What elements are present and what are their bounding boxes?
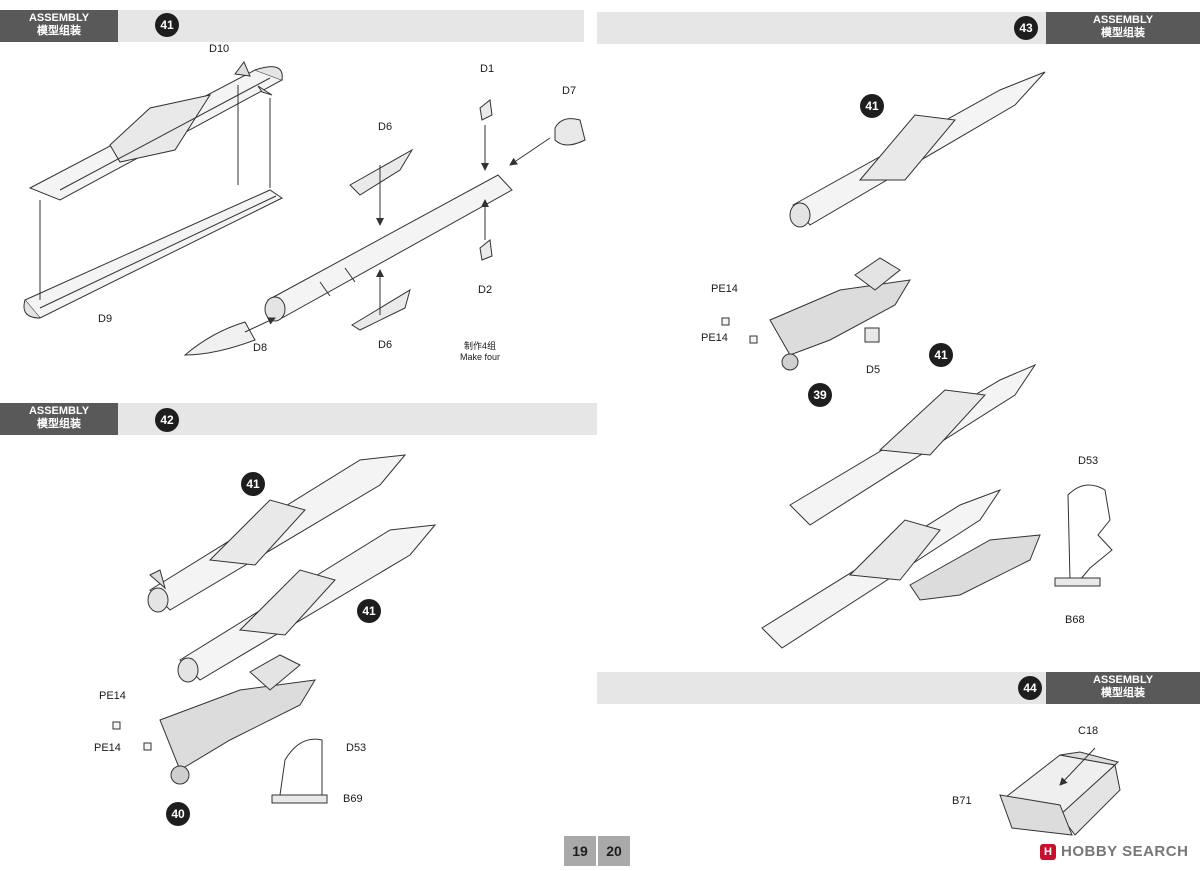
label-d7: D7 (562, 85, 577, 97)
label-pe14-b-step43: PE14 (701, 332, 728, 344)
missile-lower-step43 (761, 488, 1002, 649)
missile-body-half-d10 (28, 61, 284, 201)
label-b68: B68 (1065, 614, 1085, 626)
fin-d1 (479, 99, 493, 121)
part-b68 (1054, 577, 1101, 587)
launcher-rail-step43 (769, 257, 911, 371)
label-b69: B69 (343, 793, 363, 805)
step-41-number: 41 (155, 13, 179, 37)
missile-upper-step42 (147, 454, 407, 613)
page-number-left: 19 (564, 836, 596, 866)
part-d5 (864, 327, 880, 343)
watermark: H HOBBY SEARCH (1040, 843, 1188, 860)
label-d53-step43: D53 (1078, 455, 1099, 467)
step-43-assembly-box: ASSEMBLY 模型组装 (1046, 12, 1200, 44)
missile-mid-step43 (789, 363, 1037, 526)
bracket-d53-step43 (1067, 484, 1113, 581)
missile-body-half-d9 (23, 189, 283, 319)
label-d1: D1 (480, 63, 495, 75)
label-d53-step42: D53 (346, 742, 367, 754)
missile-body-assembled (264, 174, 513, 322)
step-42-number: 42 (155, 408, 179, 432)
step-44-assembly-box: ASSEMBLY 模型组装 (1046, 672, 1200, 704)
bracket-d53-step42 (279, 738, 323, 796)
callout-39: 39 (808, 383, 832, 407)
callout-41-top-step42: 41 (241, 472, 265, 496)
part-pe14-a-step42 (112, 721, 121, 730)
label-pe14-b-step42: PE14 (94, 742, 121, 754)
assembly-label-cn: 模型组装 (1101, 687, 1145, 699)
nose-cone-d8 (183, 321, 256, 356)
label-d9: D9 (98, 313, 113, 325)
part-pe14-b-step42 (143, 742, 152, 751)
part-b71 (999, 794, 1073, 836)
part-pe14-a-step43 (721, 317, 730, 326)
label-b71: B71 (952, 795, 972, 807)
label-pe14-a-step42: PE14 (99, 690, 126, 702)
assembly-label-cn: 模型组装 (37, 25, 81, 37)
missile-lower-step42 (177, 524, 437, 683)
page-number-right: 20 (598, 836, 630, 866)
label-d2: D2 (478, 284, 493, 296)
watermark-text: HOBBY SEARCH (1061, 843, 1189, 860)
step-44-number: 44 (1018, 676, 1042, 700)
label-d5: D5 (866, 364, 881, 376)
assembly-label-en: ASSEMBLY (1092, 14, 1154, 26)
callout-41-mid-step42: 41 (357, 599, 381, 623)
callout-41-top-step43: 41 (860, 94, 884, 118)
assembly-label-cn: 模型组装 (1101, 27, 1145, 39)
launcher-rail-step43-lower (909, 534, 1041, 601)
make-four-note: 制作4组 Make four (455, 341, 505, 363)
fin-d6-bottom (351, 288, 411, 331)
assembly-label-en: ASSEMBLY (28, 405, 90, 417)
label-d6-bottom: D6 (378, 339, 393, 351)
step-41-assembly-box: ASSEMBLY 模型组装 (0, 10, 118, 42)
assembly-label-en: ASSEMBLY (28, 12, 90, 24)
callout-40: 40 (166, 802, 190, 826)
label-c18: C18 (1078, 725, 1099, 737)
fin-d6-top (349, 148, 414, 196)
assembly-label-cn: 模型组装 (37, 418, 81, 430)
nozzle-d7 (554, 118, 586, 146)
step-43-number: 43 (1014, 16, 1038, 40)
label-d6-top: D6 (378, 121, 393, 133)
part-b69 (271, 794, 328, 804)
missile-upper-step43 (789, 71, 1046, 228)
label-d10: D10 (209, 43, 230, 55)
label-d8: D8 (253, 342, 268, 354)
fin-d2 (479, 239, 493, 261)
launcher-rail-step42 (159, 654, 316, 785)
step-42-assembly-box: ASSEMBLY 模型组装 (0, 403, 118, 435)
callout-41-mid-step43: 41 (929, 343, 953, 367)
hobby-search-logo-icon: H (1040, 843, 1056, 860)
note-en: Make four (459, 352, 501, 362)
part-pe14-b-step43 (749, 335, 758, 344)
note-cn: 制作4组 (463, 341, 496, 351)
label-pe14-a-step43: PE14 (711, 283, 738, 295)
assembly-label-en: ASSEMBLY (1092, 674, 1154, 686)
